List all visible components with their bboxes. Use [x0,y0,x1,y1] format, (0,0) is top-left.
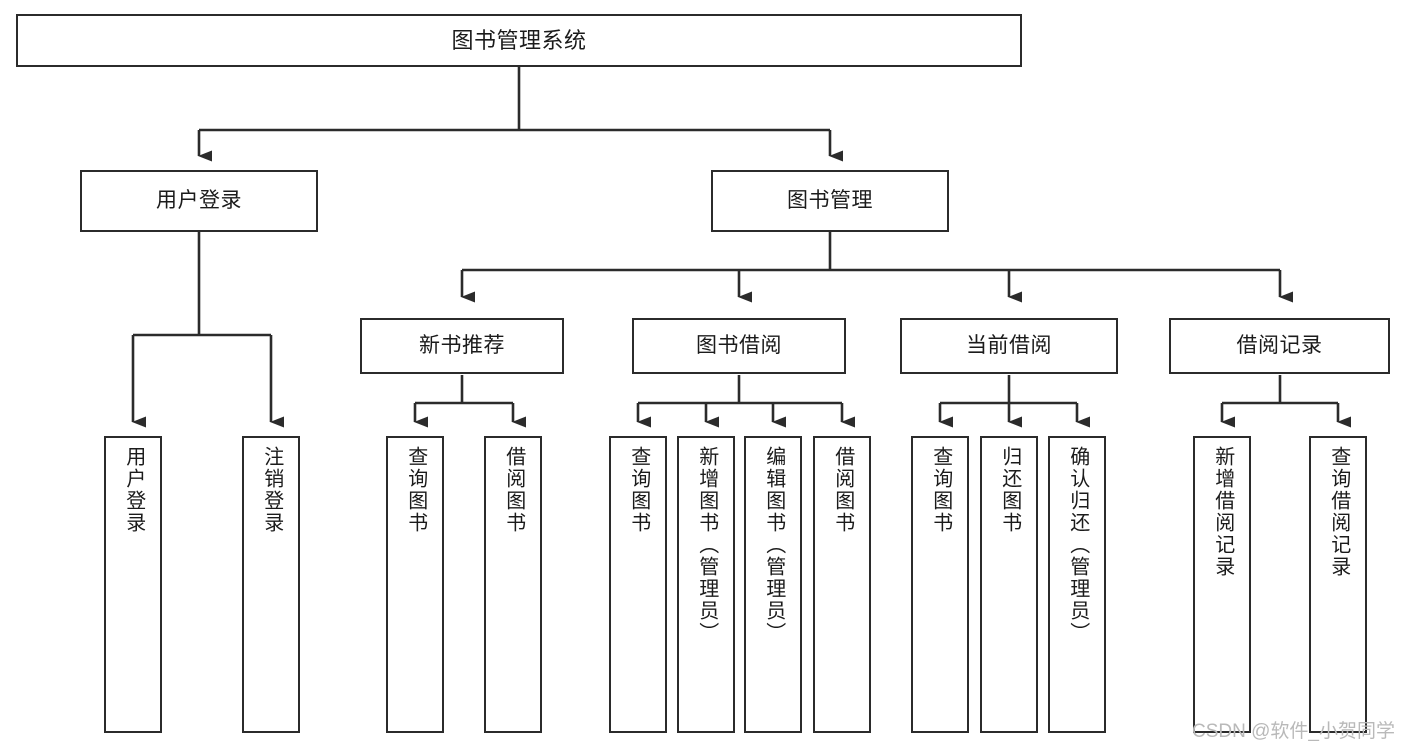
node-leaf-return-book-label: 归还图书 [998,446,1021,534]
node-leaf-user-login-label: 用户登录 [122,446,145,534]
node-leaf-query-book-3-label: 查询图书 [929,446,952,534]
node-root[interactable]: 图书管理系统 [16,14,1022,67]
node-book-borrow[interactable]: 图书借阅 [632,318,846,374]
node-borrow-record-label: 借阅记录 [1236,333,1323,357]
node-leaf-logout-label: 注销登录 [260,446,283,534]
node-leaf-add-record-label: 新增借阅记录 [1211,446,1234,578]
node-current-borrow-label: 当前借阅 [966,333,1052,357]
node-leaf-query-record[interactable]: 查询借阅记录 [1309,436,1367,733]
node-leaf-query-book-2-label: 查询图书 [627,446,650,534]
node-leaf-query-record-label: 查询借阅记录 [1327,446,1350,578]
node-leaf-return-book[interactable]: 归还图书 [980,436,1038,733]
node-leaf-user-login[interactable]: 用户登录 [104,436,162,733]
node-leaf-logout[interactable]: 注销登录 [242,436,300,733]
node-leaf-borrow-book-2[interactable]: 借阅图书 [813,436,871,733]
node-leaf-query-book-1-label: 查询图书 [404,446,427,534]
node-leaf-edit-book[interactable]: 编辑图书（管理员） [744,436,802,733]
node-user-login[interactable]: 用户登录 [80,170,318,232]
node-book-manage-label: 图书管理 [787,188,873,212]
node-book-borrow-label: 图书借阅 [696,333,782,357]
node-borrow-record[interactable]: 借阅记录 [1169,318,1390,374]
node-leaf-borrow-book-1-label: 借阅图书 [502,446,525,534]
node-new-book-recommend[interactable]: 新书推荐 [360,318,564,374]
node-leaf-confirm-return[interactable]: 确认归还（管理员） [1048,436,1106,733]
node-leaf-borrow-book-1[interactable]: 借阅图书 [484,436,542,733]
node-new-book-recommend-label: 新书推荐 [419,333,505,357]
node-leaf-confirm-return-label: 确认归还（管理员） [1066,446,1089,644]
node-leaf-query-book-3[interactable]: 查询图书 [911,436,969,733]
node-current-borrow[interactable]: 当前借阅 [900,318,1118,374]
node-leaf-add-book[interactable]: 新增图书（管理员） [677,436,735,733]
node-leaf-edit-book-label: 编辑图书（管理员） [762,446,785,644]
watermark: CSDN @软件_小贺同学 [1192,721,1395,742]
node-leaf-query-book-2[interactable]: 查询图书 [609,436,667,733]
node-book-manage[interactable]: 图书管理 [711,170,949,232]
node-root-label: 图书管理系统 [451,27,587,53]
node-leaf-add-record[interactable]: 新增借阅记录 [1193,436,1251,733]
node-leaf-borrow-book-2-label: 借阅图书 [831,446,854,534]
node-leaf-add-book-label: 新增图书（管理员） [695,446,718,644]
node-user-login-label: 用户登录 [156,188,242,212]
node-leaf-query-book-1[interactable]: 查询图书 [386,436,444,733]
